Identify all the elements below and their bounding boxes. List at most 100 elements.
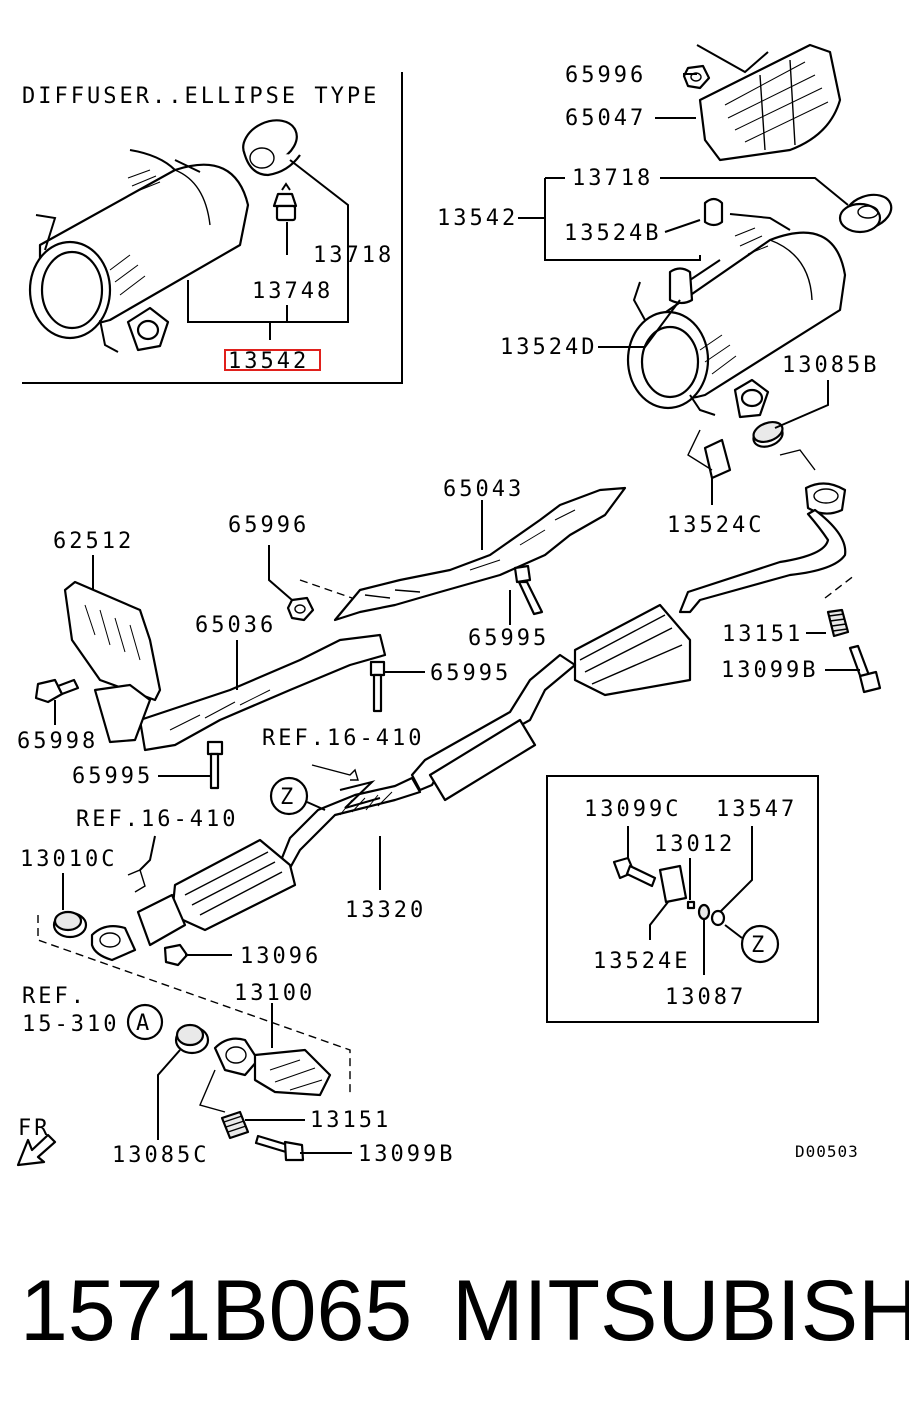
label-ref-16-410-a: REF.16-410 — [262, 726, 424, 751]
bracket-13542 — [518, 177, 849, 261]
label-13085C: 13085C — [112, 1143, 209, 1168]
label-13524D: 13524D — [500, 335, 597, 360]
hanger-13524D-drawing — [668, 259, 721, 305]
heat-shield-65043-drawing — [333, 486, 627, 622]
label-13099C: 13099C — [584, 797, 681, 822]
label-65996-top: 65996 — [565, 63, 646, 88]
label-13320: 13320 — [345, 898, 426, 923]
diagram-code: D00503 — [795, 1142, 859, 1161]
leader-13718 — [187, 159, 349, 323]
a-marker: A — [136, 1011, 152, 1036]
ref-a-arrow — [311, 764, 359, 781]
leader-65996-mid-dash — [299, 579, 353, 599]
leader-13524D — [598, 299, 681, 348]
leader-13151-a-dash — [824, 574, 856, 599]
hanger-13524B-drawing — [703, 197, 724, 227]
ref-c-line — [199, 1069, 226, 1113]
label-65995-a: 65995 — [468, 626, 549, 651]
bracket-13524E-drawing — [658, 864, 688, 904]
label-13524C: 13524C — [667, 513, 764, 538]
label-ref-15-310-line1: REF. — [22, 984, 87, 1009]
label-13010C: 13010C — [20, 847, 117, 872]
label-ref-16-410-b: REF.16-410 — [76, 807, 238, 832]
gasket-13085C-drawing — [174, 1023, 210, 1055]
label-65995-c: 65995 — [72, 764, 153, 789]
ref-b-sensor — [127, 869, 146, 893]
label-13096: 13096 — [240, 944, 321, 969]
z-marker-inset-leader — [724, 924, 743, 939]
bolt-13099C-shank — [625, 864, 657, 888]
inset-hanger-detail: 13099C 13547 13012 13524E 13087 Z — [546, 775, 819, 1023]
label-13099B-b: 13099B — [358, 1142, 455, 1167]
leader-65996-top — [683, 44, 769, 75]
inset-border — [22, 72, 403, 384]
label-13012: 13012 — [654, 832, 735, 857]
spring-13151-b-drawing — [220, 1110, 250, 1140]
ring-13718-right-drawing — [838, 193, 893, 234]
leader-13524B — [664, 219, 701, 233]
label-13151-b: 13151 — [310, 1108, 391, 1133]
part-number: 1571B065 — [20, 1263, 412, 1359]
leader-13547 — [719, 826, 753, 913]
ref-dash-box — [37, 915, 351, 1095]
label-65036: 65036 — [195, 613, 276, 638]
nut-13096-drawing — [163, 943, 189, 967]
ring-13718-drawing — [242, 119, 301, 177]
leader-13542 — [269, 305, 288, 340]
label-13100: 13100 — [234, 981, 315, 1006]
label-13547: 13547 — [716, 797, 797, 822]
bolt-65995-b-drawing — [369, 660, 386, 713]
main-exhaust-pipe-drawing — [90, 482, 847, 962]
label-ref-15-310-line2: 15-310 — [22, 1012, 119, 1037]
bolt-13099B-b-drawing — [254, 1134, 305, 1162]
z-leader — [339, 780, 381, 809]
washer-13087-drawing — [697, 903, 711, 921]
label-65047: 65047 — [565, 106, 646, 131]
converter-13100-drawing — [213, 1037, 332, 1097]
label-13748-inset: 13748 — [252, 279, 333, 304]
label-13151-a: 13151 — [722, 622, 803, 647]
heat-shield-65047-drawing — [682, 43, 842, 162]
z-marker-leader — [306, 801, 326, 811]
nut-65996-mid-drawing — [286, 596, 315, 622]
gasket-13085B-drawing — [752, 421, 784, 448]
z-marker-inset-circle — [740, 924, 780, 964]
brand-name: MITSUBISHI — [452, 1263, 909, 1359]
ref-b-leader — [139, 835, 156, 871]
connector-line — [779, 449, 816, 471]
hanger-13524C-drawing — [687, 429, 732, 480]
label-13087: 13087 — [665, 985, 746, 1010]
label-13718-inset: 13718 — [313, 243, 394, 268]
bolt-65995-c-drawing — [206, 740, 224, 790]
nut-13547-drawing — [710, 909, 726, 927]
label-65995-b: 65995 — [430, 661, 511, 686]
z-marker: Z — [280, 785, 296, 810]
leader-65996-mid — [268, 545, 293, 601]
a-marker-circle — [126, 1003, 164, 1041]
heat-shield-65036-drawing — [138, 633, 387, 752]
gasket-13010C-drawing — [52, 910, 88, 939]
bolt-65995-a-drawing — [513, 564, 544, 616]
muffler-13542-drawing — [626, 213, 847, 419]
label-62512: 62512 — [53, 529, 134, 554]
z-marker-circle — [269, 776, 309, 816]
bolt-13748-drawing — [272, 182, 298, 222]
highlight-box — [224, 349, 321, 371]
label-65043: 65043 — [443, 477, 524, 502]
label-13085B: 13085B — [782, 353, 879, 378]
label-13542-inset: 13542 — [228, 349, 309, 374]
z-marker-inset: Z — [751, 933, 767, 958]
label-fr: FR — [18, 1116, 51, 1141]
label-65996-mid: 65996 — [228, 513, 309, 538]
leader-13524E — [649, 901, 669, 940]
front-arrow-icon — [16, 1133, 57, 1167]
inset-title: DIFFUSER..ELLIPSE TYPE — [22, 84, 379, 109]
bolt-65998-drawing — [34, 678, 80, 704]
leader-13085C — [157, 1049, 181, 1140]
inset-hanger-border — [546, 775, 819, 1023]
label-13718: 13718 — [572, 166, 653, 191]
label-13524E: 13524E — [593, 949, 690, 974]
spring-13151-a-drawing — [826, 608, 850, 638]
label-13099B-a: 13099B — [721, 658, 818, 683]
